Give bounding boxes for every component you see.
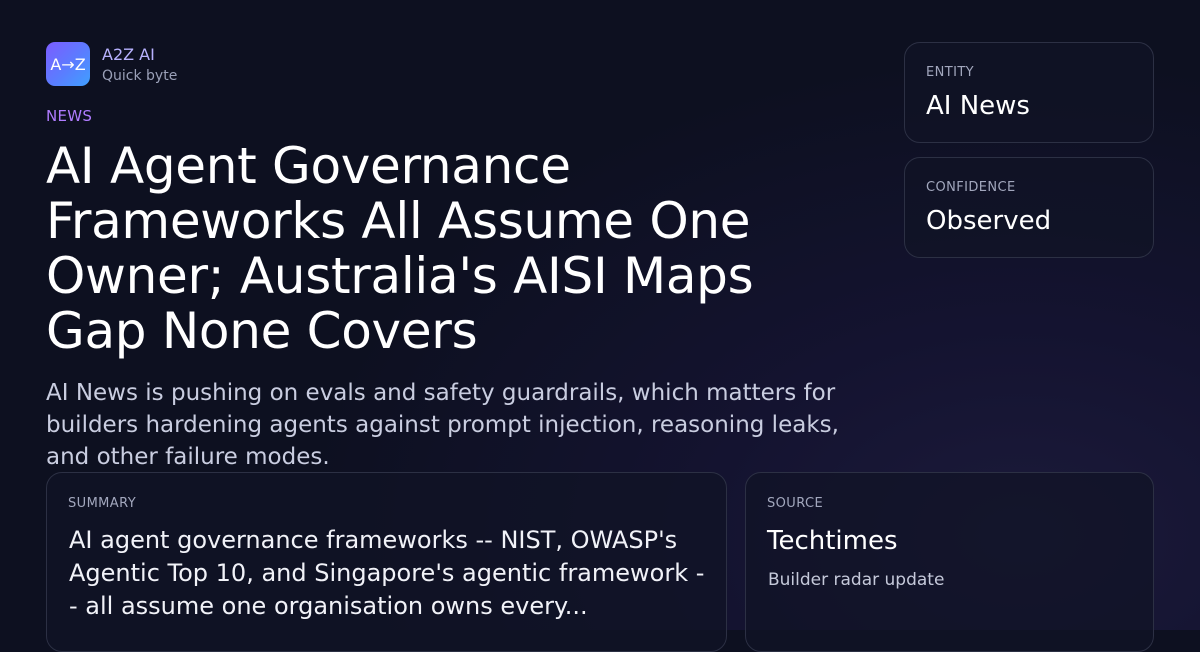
entity-card: ENTITY AI News: [904, 42, 1154, 143]
confidence-card: CONFIDENCE Observed: [904, 157, 1154, 258]
headline: AI Agent Governance Frameworks All Assum…: [46, 137, 754, 360]
confidence-label: CONFIDENCE: [926, 180, 1016, 195]
source-card: SOURCE Techtimes Builder radar update: [745, 472, 1154, 652]
source-label: SOURCE: [767, 496, 824, 511]
source-value: Techtimes: [767, 526, 898, 556]
source-subtitle: Builder radar update: [768, 570, 945, 590]
brand-tagline: Quick byte: [102, 68, 178, 84]
summary-label: SUMMARY: [68, 496, 137, 511]
summary-text: AI agent governance frameworks -- NIST, …: [69, 526, 705, 620]
brand-logo: A→Z: [46, 42, 90, 86]
brand-name: A2Z AI: [102, 45, 155, 64]
summary-card: SUMMARY AI agent governance frameworks -…: [46, 472, 727, 652]
article-dek: AI News is pushing on evals and safety g…: [46, 380, 839, 470]
entity-value: AI News: [926, 91, 1030, 121]
entity-label: ENTITY: [926, 65, 974, 80]
category-label: NEWS: [46, 107, 93, 125]
confidence-value: Observed: [926, 206, 1052, 236]
